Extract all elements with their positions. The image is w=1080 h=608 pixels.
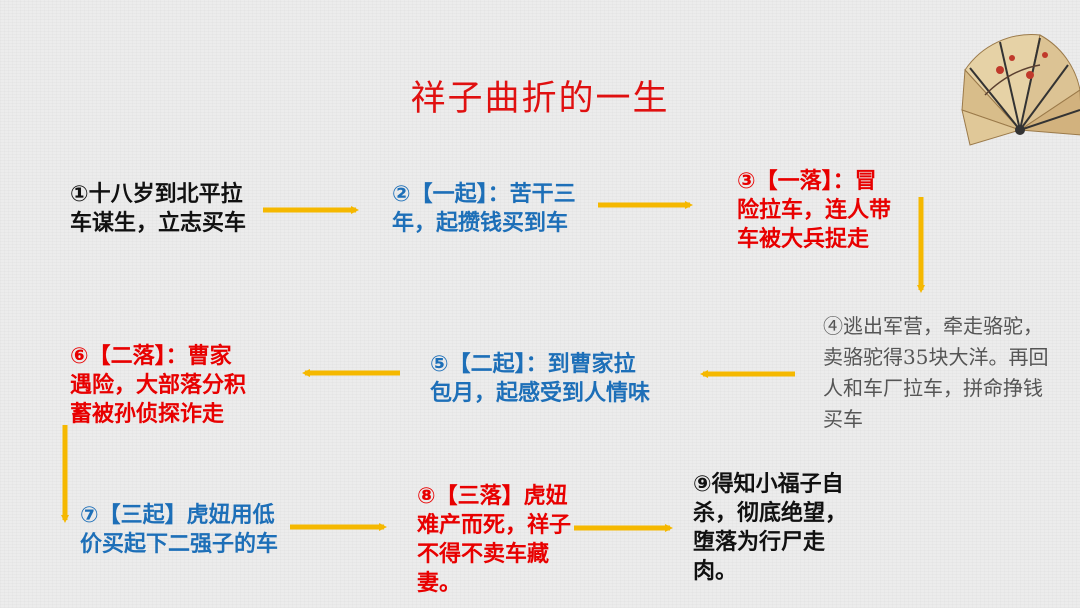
node-7: ⑦【三起】虎妞用低价买起下二强子的车 — [80, 501, 284, 559]
node-1: ①十八岁到北平拉车谋生，立志买车 — [70, 180, 250, 238]
node-3: ③【一落】：冒险拉车，连人带车被大兵捉走 — [737, 167, 893, 254]
node-9: ⑨得知小福子自杀，彻底绝望，堕落为行尸走肉。 — [693, 470, 849, 586]
node-6: ⑥【二落】：曹家遇险，大部落分积蓄被孙侦探诈走 — [70, 342, 252, 429]
node-4: ④逃出军营，牵走骆驼，卖骆驼得35块大洋。再回人和车厂拉车，拼命挣钱买车 — [823, 311, 1053, 435]
node-8: ⑧【三落】虎妞难产而死，祥子不得不卖车藏妻。 — [417, 482, 573, 598]
node-5: ⑤【二起】：到曹家拉包月，起感受到人情味 — [430, 350, 656, 408]
node-2: ②【一起】：苦干三年，起攒钱买到车 — [392, 180, 592, 238]
